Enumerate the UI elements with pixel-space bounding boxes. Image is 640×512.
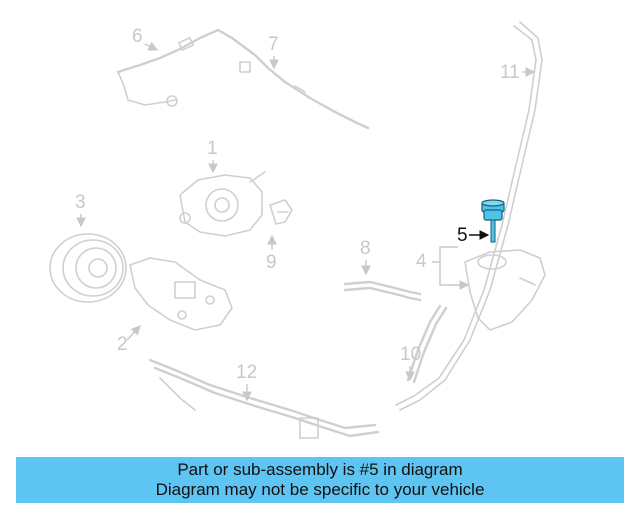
callout-7: 7 [268, 34, 279, 55]
callout-4: 4 [416, 251, 427, 272]
part-8-return-hose[interactable] [343, 280, 422, 302]
callout-8: 8 [360, 238, 371, 259]
part-2-bracket[interactable] [129, 257, 233, 331]
callout-2: 2 [117, 334, 128, 355]
part-3-pulley[interactable] [49, 233, 127, 303]
part-6-pressure-hose[interactable] [116, 28, 370, 130]
part-9-fitting[interactable] [269, 199, 293, 225]
part-4-reservoir[interactable] [464, 249, 546, 331]
banner-line-2: Diagram may not be specific to your vehi… [155, 480, 485, 499]
callout-6: 6 [132, 26, 143, 47]
part-5-reservoir-cap[interactable] [481, 199, 505, 243]
callout-12: 12 [236, 362, 257, 383]
callout-3: 3 [75, 192, 86, 213]
callout-11: 11 [500, 62, 520, 83]
callout-1: 1 [207, 138, 218, 159]
callout-5: 5 [457, 225, 468, 246]
banner-line-1: Part or sub-assembly is #5 in diagram [177, 460, 463, 479]
callout-9: 9 [266, 252, 277, 273]
callout-10: 10 [400, 344, 421, 365]
part-10-hose[interactable] [406, 304, 448, 384]
part-1-steering-pump[interactable] [179, 171, 266, 237]
part-11-line[interactable] [395, 21, 543, 411]
parts-diagram: 6 7 1 3 2 9 8 [49, 21, 546, 439]
part-12-cooler-lines[interactable] [148, 358, 380, 439]
info-banner: Part or sub-assembly is #5 in diagram Di… [16, 457, 624, 503]
